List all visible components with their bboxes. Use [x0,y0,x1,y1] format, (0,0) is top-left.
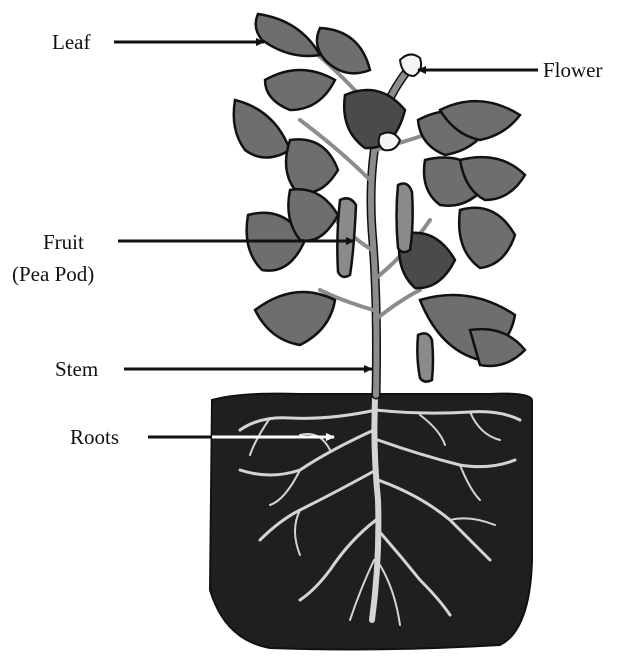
label-flower: Flower [543,58,603,82]
label-leaf: Leaf [52,30,90,54]
label-stem: Stem [55,357,98,381]
label-fruit: Fruit [43,230,84,254]
label-fruit-sub: (Pea Pod) [12,262,94,286]
label-roots: Roots [70,425,119,449]
